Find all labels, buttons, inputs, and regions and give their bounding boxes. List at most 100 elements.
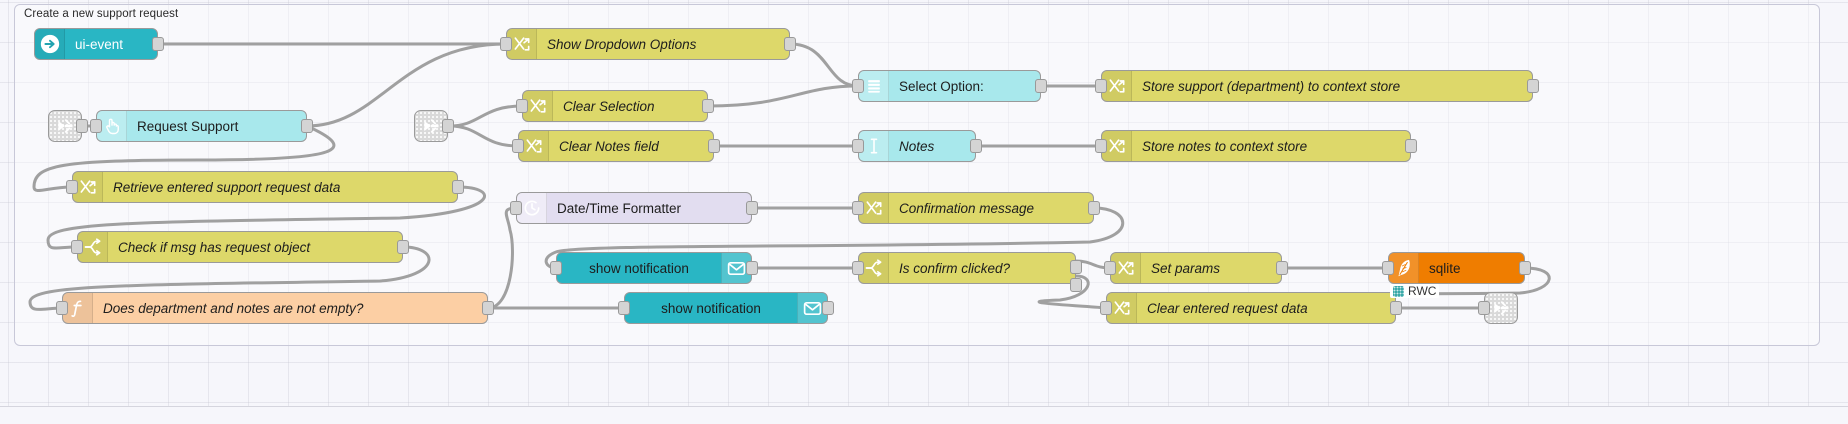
status-text: RWC — [1408, 284, 1437, 298]
link-out-node-1[interactable] — [1478, 292, 1518, 324]
port-in[interactable] — [550, 261, 562, 275]
port-in[interactable] — [66, 180, 78, 194]
node-datetime-formatter[interactable]: Date/Time Formatter — [510, 192, 758, 224]
port-in[interactable] — [71, 240, 83, 254]
node-label: Request Support — [137, 118, 239, 134]
port-in[interactable] — [852, 201, 864, 215]
hand-pointer-icon — [97, 111, 127, 141]
node-department-notes-not-empty[interactable]: Does department and notes are not empty? — [56, 292, 494, 324]
clock-icon — [517, 193, 547, 223]
link-in-node-1[interactable] — [48, 110, 88, 142]
list-icon — [859, 71, 889, 101]
node-show-notification-2[interactable]: show notification — [618, 292, 834, 324]
port-in[interactable] — [1478, 301, 1490, 315]
canvas-bottom-edge — [0, 406, 1848, 424]
node-set-params[interactable]: Set params — [1104, 252, 1288, 284]
port-out[interactable] — [301, 119, 313, 133]
port-in[interactable] — [852, 139, 864, 153]
port-in[interactable] — [56, 301, 68, 315]
node-show-dropdown-options[interactable]: Show Dropdown Options — [500, 28, 796, 60]
node-label: Clear Selection — [563, 98, 655, 114]
port-out[interactable] — [397, 240, 409, 254]
node-label: Check if msg has request object — [118, 239, 311, 255]
port-in[interactable] — [512, 139, 524, 153]
port-out[interactable] — [1390, 301, 1402, 315]
node-request-support[interactable]: Request Support — [90, 110, 313, 142]
node-label: Clear Notes field — [559, 138, 659, 154]
node-store-support-context[interactable]: Store support (department) to context st… — [1095, 70, 1539, 102]
port-out[interactable] — [482, 301, 494, 315]
flow-group-label: Create a new support request — [24, 8, 179, 20]
port-in[interactable] — [1095, 139, 1107, 153]
port-out[interactable] — [1276, 261, 1288, 275]
node-label: Notes — [899, 138, 935, 154]
port-out[interactable] — [708, 139, 720, 153]
node-show-notification-1[interactable]: show notification — [550, 252, 758, 284]
node-check-msg-request-object[interactable]: Check if msg has request object — [71, 231, 409, 263]
port-in[interactable] — [1104, 261, 1116, 275]
port-out[interactable] — [784, 37, 796, 51]
port-in[interactable] — [852, 261, 864, 275]
node-store-notes-context[interactable]: Store notes to context store — [1095, 130, 1417, 162]
change-icon — [507, 29, 537, 59]
port-out-2[interactable] — [1070, 278, 1082, 292]
node-label: Show Dropdown Options — [547, 36, 697, 52]
port-in[interactable] — [618, 301, 630, 315]
node-clear-selection[interactable]: Clear Selection — [516, 90, 714, 122]
feather-icon — [1389, 253, 1419, 283]
status-dot — [1393, 285, 1404, 297]
port-in[interactable] — [510, 201, 522, 215]
node-ui-event[interactable]: ui-event — [34, 28, 164, 60]
port-in[interactable] — [90, 119, 102, 133]
port-out[interactable] — [746, 201, 758, 215]
node-label: Store notes to context store — [1142, 138, 1308, 154]
port-out[interactable] — [1527, 79, 1539, 93]
port-out[interactable] — [746, 261, 758, 275]
node-label: Store support (department) to context st… — [1142, 78, 1401, 94]
port-in[interactable] — [1100, 301, 1112, 315]
port-out[interactable] — [822, 301, 834, 315]
port-out[interactable] — [452, 180, 464, 194]
change-icon — [859, 193, 889, 223]
change-icon — [1102, 131, 1132, 161]
node-sqlite[interactable]: sqlite — [1382, 252, 1531, 284]
port-out[interactable] — [1405, 139, 1417, 153]
node-confirmation-message[interactable]: Confirmation message — [852, 192, 1100, 224]
switch-icon — [78, 232, 108, 262]
node-notes[interactable]: Notes — [852, 130, 982, 162]
function-icon — [63, 293, 93, 323]
port-out[interactable] — [1035, 79, 1047, 93]
port-out[interactable] — [702, 99, 714, 113]
port-out[interactable] — [442, 119, 454, 133]
switch-icon — [859, 253, 889, 283]
node-label: Does department and notes are not empty? — [103, 300, 364, 316]
port-in[interactable] — [516, 99, 528, 113]
node-is-confirm-clicked[interactable]: Is confirm clicked? — [852, 252, 1082, 292]
port-in[interactable] — [1095, 79, 1107, 93]
port-out[interactable] — [152, 37, 164, 51]
port-in[interactable] — [852, 79, 864, 93]
port-out[interactable] — [76, 119, 88, 133]
node-label: sqlite — [1429, 260, 1461, 276]
node-clear-notes-field[interactable]: Clear Notes field — [512, 130, 720, 162]
node-label: Set params — [1151, 260, 1221, 276]
node-label: Date/Time Formatter — [557, 200, 682, 216]
change-icon — [523, 91, 553, 121]
text-cursor-icon — [859, 131, 889, 161]
change-icon — [519, 131, 549, 161]
node-clear-entered-request-data[interactable]: Clear entered request data — [1100, 292, 1402, 324]
node-label: show notification — [661, 300, 761, 316]
link-out-icon — [1494, 301, 1509, 315]
node-select-option[interactable]: Select Option: — [852, 70, 1047, 102]
port-out[interactable] — [1519, 261, 1531, 275]
port-out[interactable] — [1088, 201, 1100, 215]
node-retrieve-request-data[interactable]: Retrieve entered support request data — [66, 171, 464, 203]
port-in[interactable] — [500, 37, 512, 51]
port-out[interactable] — [970, 139, 982, 153]
port-out-1[interactable] — [1070, 260, 1082, 274]
link-in-node-2[interactable] — [414, 110, 454, 142]
port-in[interactable] — [1382, 261, 1394, 275]
change-icon — [1111, 253, 1141, 283]
node-label: Is confirm clicked? — [899, 260, 1011, 276]
